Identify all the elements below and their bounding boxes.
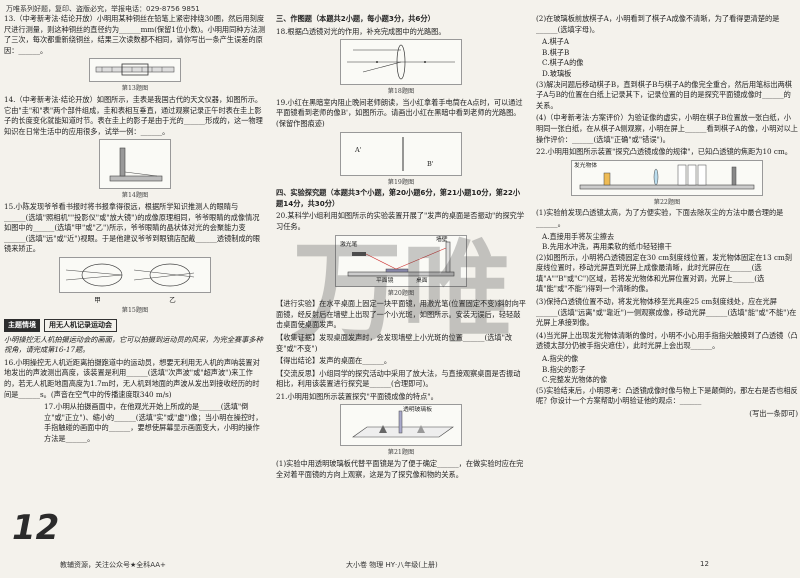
point-a-label: A': [355, 145, 362, 154]
figure-18: [340, 39, 462, 86]
figure-21-caption: 第21题图: [387, 449, 415, 457]
option-list-22d: A.指尖的像 B.指尖的影子 C.完整发光物体的像: [536, 354, 798, 386]
option-item: D.玻璃板: [542, 68, 572, 78]
laser-mirror-apparatus: [347, 241, 455, 276]
light-object-label: 发光物体: [574, 162, 598, 169]
question-19: 19.小红在黑暗室内阻止晚间老师朗读，当小红拿着手电筒在A点时，可以通过平面镜看…: [276, 97, 523, 128]
option-item: B.棋子B: [542, 47, 570, 57]
question-22-part-4: (4)当光屏上出现发光物体清晰的像时，小明不小心用手指指尖触摸到了凸透镜（凸透镜…: [536, 330, 798, 351]
column-middle: 三、作图题（本题共2小题，每小题3分，共6分） 18.根据凸透镜对光的作用，补充…: [276, 14, 526, 482]
question-20: 20.某科学小组利用如图所示的实验装置开展了"发声的桌面是否振动"的探究学习任务…: [276, 211, 525, 231]
question-21-part-2: (2)在玻璃板前放棋子A，小明看到了棋子A成像不清晰，为了看得更清楚的是____…: [536, 14, 780, 34]
question-15: 15.小陈发现爷爷看书报时将书报拿得很远，根据所学知识推测人的眼睛与______…: [4, 201, 261, 254]
option-item: A.指尖的像: [542, 354, 579, 364]
question-22-part-5: (5)实验结束后，小明思考：凸透镜成像时像与物上下是颠倒的，那左右是否也相反呢？…: [536, 385, 798, 406]
option-item: C.棋子A的像: [542, 58, 584, 68]
question-16: 16.小明操控无人机近距离拍摄跑道中的运动员，想要无利用无人机的声呐装置对地发出…: [4, 357, 260, 399]
question-22-part-1: (1)实验前发现凸透镜太高，为了方便实验，下面去除灰尘的方法中最合理的是____…: [536, 208, 784, 228]
figure-15-caption: 第15题图: [121, 306, 149, 314]
figure-22: 发光物体: [571, 159, 763, 196]
figure-21: 透明玻璃板: [340, 404, 462, 447]
experiment-procedure: 【进行实验】在水平桌面上固定一块平面镜，用激光笔(位置固定不变)斜射向平面镜，经…: [276, 299, 526, 330]
figure-14: [99, 139, 171, 190]
section-4-heading: 四、实验探究题（本题共3个小题，第20小题6分，第21小题10分，第22小题14…: [276, 188, 521, 208]
theme-badge: 主题情境: [4, 319, 40, 332]
theme-description: 小明操控无人机拍摄运动会的画面，它可以拍摄到运动员的风采，为完全赛事多种视角，请…: [4, 334, 263, 355]
figure-19-caption: 第19题图: [387, 178, 415, 186]
figure-13-caption: 第13题图: [121, 85, 149, 93]
option-item: C.完整发光物体的像: [542, 375, 608, 385]
figure-22-caption: 第22题图: [653, 198, 681, 206]
draw-conclusion: 【得出结论】发声的桌面在______。: [276, 356, 392, 366]
mirror-diagram: [402, 136, 404, 171]
option-list-21: A.棋子A B.棋子B C.棋子A的像 D.玻璃板: [536, 37, 798, 79]
section-3-heading: 三、作图题（本题共2小题，每小题3分，共6分）: [276, 14, 435, 23]
collect-evidence: 【收集证据】发现桌面发声时，会发现墙壁上小光斑的位置______(选填"改变"或…: [276, 332, 513, 353]
laser-pen-label: 激光笔: [340, 241, 358, 248]
gnomon-illustration: [109, 148, 163, 182]
footer-left: 教辅资源，关注公众号★全科AA+: [60, 561, 166, 569]
question-22: 22.小明用如图所示装置"探究凸透镜成像的规律"，已知凸透镜的焦距为10 cm。: [536, 147, 792, 157]
figure-15: [59, 256, 211, 293]
mirror-label: 平面镜: [376, 277, 394, 284]
footer-center: 大小卷 物理 HY·八年级(上册): [346, 561, 438, 569]
question-13: 13.（中考新考法·结论开放）小明用某种铜丝在铅笔上紧密排绕30圈，然后用刻度尺…: [4, 14, 266, 55]
reflection: 【交流反思】小组同学的探究活动中采用了放大法，与直接观察桌面是否振动相比，利用该…: [276, 368, 521, 389]
option-item: A.棋子A: [542, 37, 570, 47]
figure-18-caption: 第18题图: [387, 88, 415, 96]
option-item: A.直接用手将灰尘擦去: [542, 231, 615, 241]
question-17: 17.小明从拍摄画面中，在他观光开始上所成的是______(选填"倒立"或"正立…: [44, 402, 263, 444]
theme-section-header: 主题情境 用无人机记录运动会: [4, 319, 266, 332]
svg-text:万唯: 万唯: [292, 229, 512, 356]
option-list-22a: A.直接用手将灰尘擦去 B.先用水冲洗，再用柔软的纸巾轻轻擦干: [536, 232, 798, 253]
question-21: 21.小明用如图所示装置探究"平面镜成像的特点"。: [276, 391, 438, 401]
question-21-part-4: (4)（中考新考法·方案评价）为验证像的虚实，小明在棋子B位置放一张白纸，小明同…: [536, 113, 798, 144]
figure-15-label-a: 甲: [94, 295, 101, 304]
page-number-large: 12: [12, 508, 60, 548]
plane-mirror-setup: [352, 411, 454, 438]
figure-14-caption: 第14题图: [121, 192, 149, 200]
wall-label: 墙壁: [436, 236, 448, 243]
figure-19: A' B': [340, 131, 462, 176]
question-21-part-3: (3)解决问题后移动棋子B，直到棋子B与棋子A的像完全重合，然后用笔标出两棋子A…: [536, 79, 792, 110]
point-b-label: B': [427, 159, 434, 168]
column-left: 13.（中考新考法·结论开放）小明用某种铜丝在铅笔上紧密排绕30圈，然后用刻度尺…: [4, 14, 266, 447]
optical-bench: [579, 164, 755, 190]
figure-20: 激光笔 平面镜 墙壁 桌面: [335, 234, 467, 287]
answer-hint: (写出一条即可): [749, 409, 798, 418]
figure-20-caption: 第20题图: [387, 289, 415, 297]
question-22-part-3: (3)保持凸透镜位置不动，将发光物体移至光具座25 cm刻度线处，应在光屏___…: [536, 297, 797, 328]
question-22-part-2: (2)如图所示，小明将凸透镜固定在30 cm刻度线位置，发光物体固定在13 cm…: [536, 252, 792, 294]
footer-right-page-number: 12: [700, 560, 709, 568]
convex-lens-diagram: [347, 44, 455, 80]
option-item: B.指尖的影子: [542, 364, 586, 374]
question-18: 18.根据凸透镜对光的作用，补充完成图中的光路图。: [276, 26, 446, 36]
table-label: 桌面: [416, 277, 428, 284]
page-header: 万唯系列好题，复印、盗版必究，举报电话：029-8756 9851: [6, 5, 200, 13]
ruler-pencil-illustration: [95, 63, 175, 76]
figure-13: [89, 58, 181, 83]
figure-15-label-b: 乙: [169, 295, 176, 304]
watermark-logo: 万唯: [292, 229, 512, 356]
column-right: (2)在玻璃板前放棋子A，小明看到了棋子A成像不清晰，为了看得更清楚的是____…: [536, 14, 798, 420]
question-21-part-1: (1)实验中用透明玻璃板代替平面镜是为了便于确定______，在做实验时应在完全…: [276, 459, 524, 479]
question-14: 14.（中考新考法·结论开放）如图所示，圭表是我国古代的天文仪器，如图所示。它由…: [4, 94, 263, 136]
eye-diagram: [65, 263, 195, 287]
glass-plate-label: 透明玻璃板: [403, 407, 432, 414]
option-item: B.先用水冲洗，再用柔软的纸巾轻轻擦干: [542, 242, 672, 252]
theme-label: 用无人机记录运动会: [44, 319, 117, 332]
